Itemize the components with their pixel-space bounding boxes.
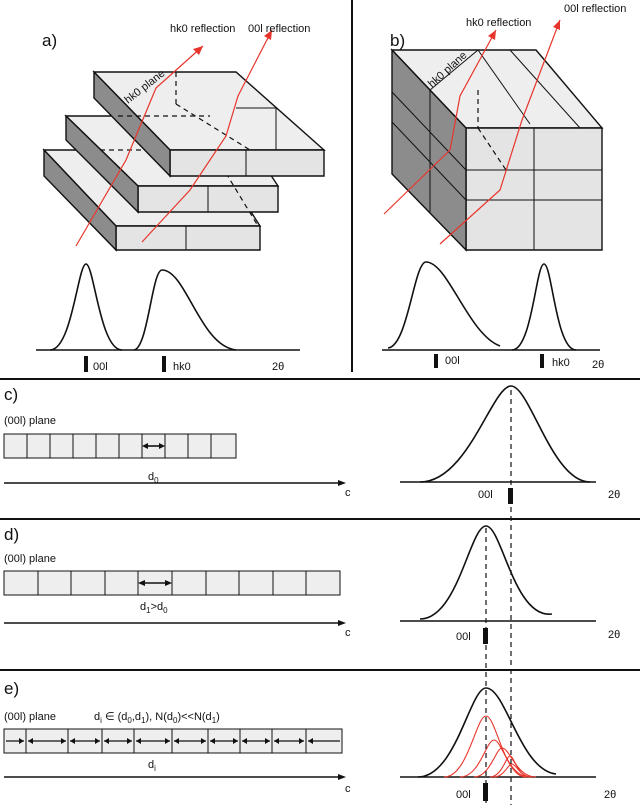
panel-e-spacing-arrows	[6, 738, 340, 744]
panel-d-peak-label: 00l	[456, 631, 471, 643]
panel-d-spacing-label: d1>d0	[140, 601, 168, 615]
panel-c-c-axis-label: c	[345, 487, 351, 499]
panel-b-ray-00l-label: 00l reflection	[564, 3, 626, 15]
panel-b-label: b)	[390, 31, 405, 50]
panel-e-axis-label: 2θ	[604, 789, 616, 801]
panel-d: d) (00l) plane d1>d0 c	[3, 525, 620, 644]
panel-e-condition: di ∈ (d0,d1), N(d0)<<N(d1)	[94, 711, 220, 725]
panel-c-peak-marker	[508, 488, 513, 504]
panel-d-c-axis	[4, 620, 346, 626]
panel-b-axis-label: 2θ	[592, 359, 604, 371]
panel-e-cells	[3, 728, 343, 754]
panel-c-spacing-arrow	[142, 443, 165, 449]
panel-e-label: e)	[4, 679, 19, 698]
panel-e-c-axis-label: c	[345, 783, 351, 795]
panel-e: e) (00l) plane di ∈ (d0,d1), N(d0)<<N(d1…	[3, 679, 616, 801]
panel-c-label: c)	[4, 385, 18, 404]
panel-e-plane-label: (00l) plane	[4, 711, 56, 723]
panel-d-spacing-arrow	[138, 580, 172, 586]
panel-a-ray-hk0-label: hk0 reflection	[170, 23, 235, 35]
panel-d-plane-label: (00l) plane	[4, 553, 56, 565]
panel-d-axis-label: 2θ	[608, 629, 620, 641]
panel-b-peak-hk0-label: hk0	[552, 357, 570, 369]
panel-b-ray-hk0-label: hk0 reflection	[466, 17, 531, 29]
panel-b-peak-hk0-marker	[540, 354, 544, 368]
panel-b-pattern	[382, 261, 600, 368]
panel-b-rays	[383, 19, 561, 245]
panel-a-pattern	[36, 263, 300, 372]
panel-c-pattern	[400, 385, 596, 504]
panel-d-c-axis-label: c	[345, 627, 351, 639]
panel-c-axis-label: 2θ	[608, 489, 620, 501]
panel-b-peak-00l-label: 00l	[445, 355, 460, 367]
panel-e-spacing-label: di	[148, 759, 156, 773]
panel-b: b) hk0 plane hk0 reflection 00l reflecti	[382, 3, 626, 371]
panel-a-axis-label: 2θ	[272, 361, 284, 373]
panel-a-peak-00l-label: 00l	[93, 361, 108, 373]
panel-a-peak-hk0-marker	[162, 356, 166, 372]
panel-separators	[0, 0, 640, 671]
panel-c-plane-label: (00l) plane	[4, 415, 56, 427]
panel-a-label: a)	[42, 31, 57, 50]
panel-b-stack	[390, 48, 604, 252]
panel-c-c-axis	[4, 480, 346, 486]
panel-a-ray-00l-label: 00l reflection	[248, 23, 310, 35]
panel-c-cells	[3, 433, 237, 459]
panel-a-plate-top	[92, 70, 326, 178]
panel-c: c) (00l) plane d0 c	[3, 385, 620, 504]
panel-a-rays	[75, 29, 273, 247]
panel-e-c-axis	[4, 774, 346, 780]
panel-b-peak-00l-marker	[434, 354, 438, 368]
panel-a-peak-00l-marker	[84, 356, 88, 372]
guide-lines	[485, 390, 512, 805]
panel-e-pattern	[400, 687, 596, 801]
panel-d-pattern	[400, 525, 596, 644]
panel-a-peak-hk0-label: hk0	[173, 361, 191, 373]
panel-c-peak-label: 00l	[478, 489, 493, 501]
panel-e-peak-label: 00l	[456, 789, 471, 801]
panel-d-label: d)	[4, 525, 19, 544]
panel-a: a) hk0 plane	[36, 23, 326, 373]
panel-c-spacing-label: d0	[148, 471, 159, 485]
